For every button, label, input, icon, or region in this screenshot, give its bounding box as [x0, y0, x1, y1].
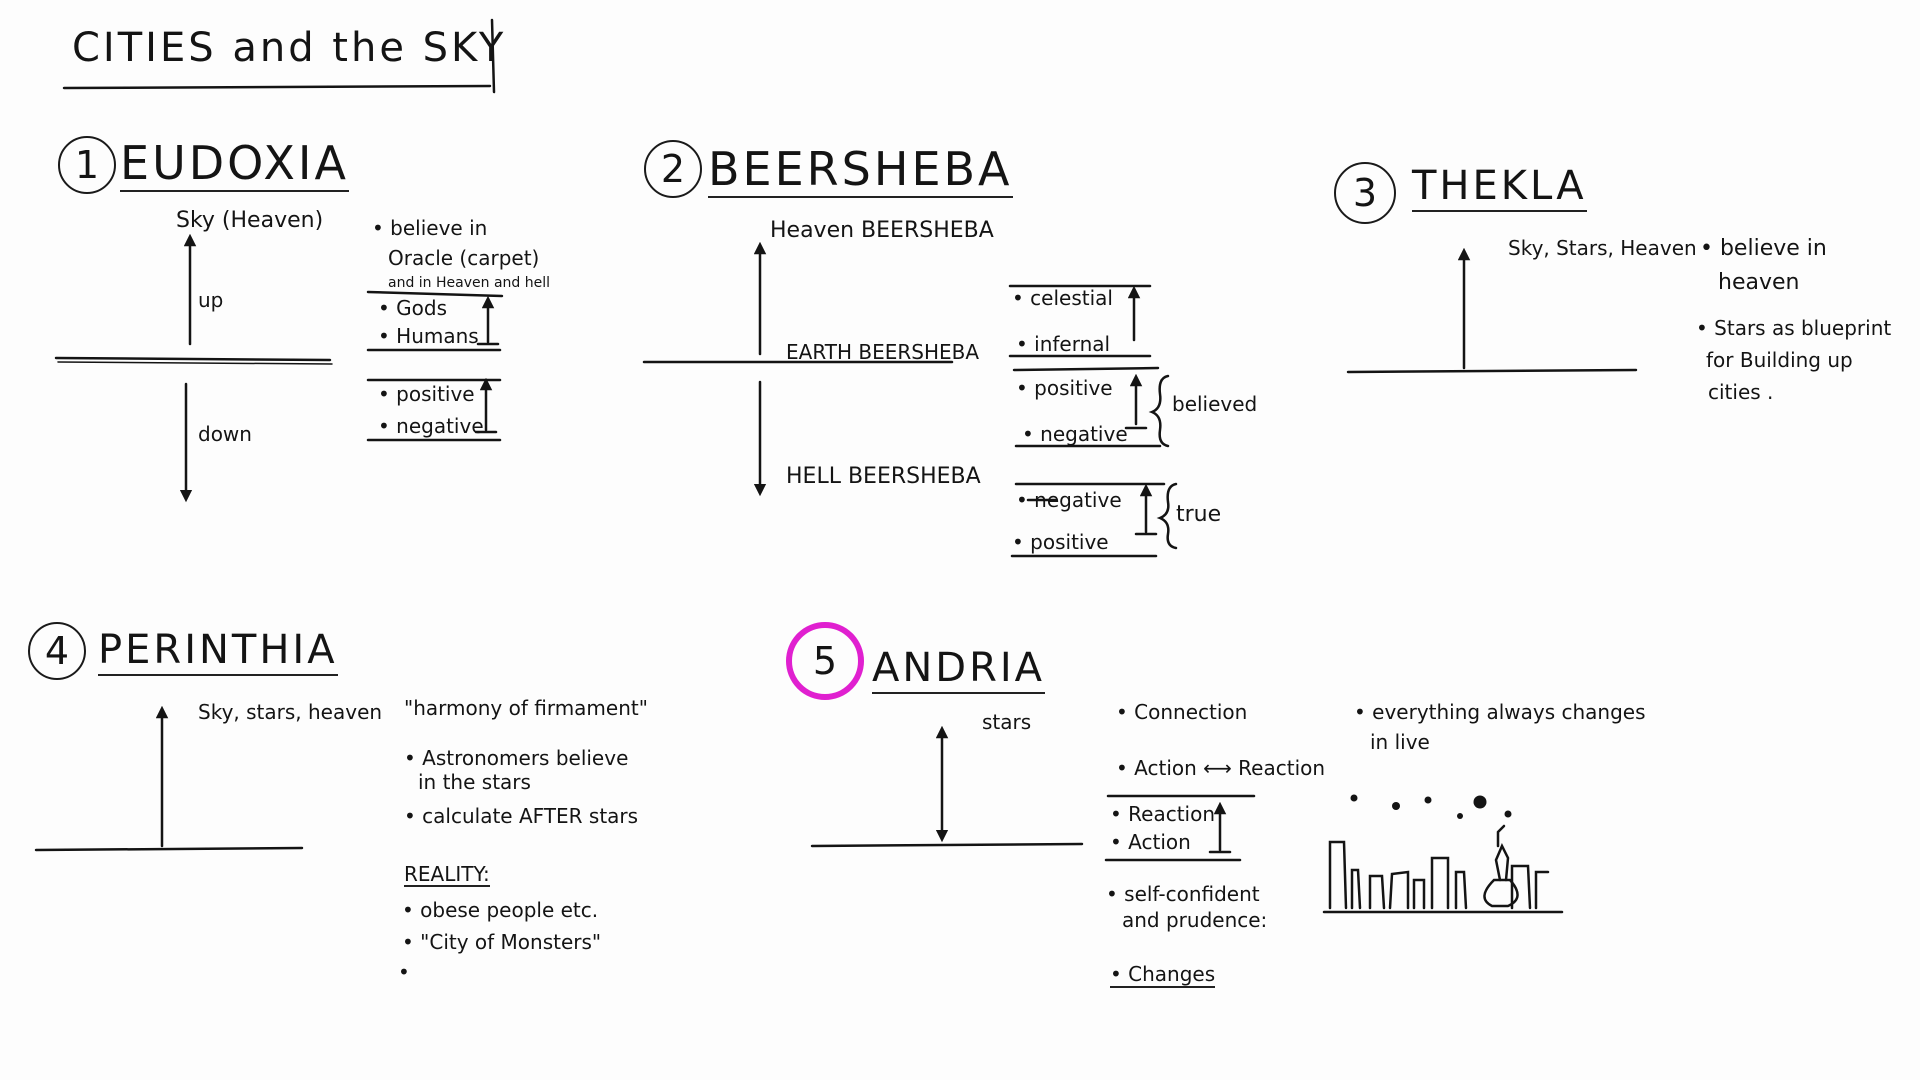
thekla-ground-line [1348, 370, 1636, 372]
star-dot [1392, 802, 1400, 810]
star-dot [1474, 796, 1487, 809]
beersheba-note-divider [1014, 368, 1158, 370]
title-bracket [492, 20, 494, 92]
city-skyline-sketch [1324, 826, 1562, 912]
star-dot [1457, 813, 1463, 819]
eudoxia-note-divider [368, 292, 502, 296]
star-dot [1425, 797, 1432, 804]
stars-dots [1351, 795, 1512, 820]
star-dot [1505, 811, 1512, 818]
andria-ground-line [812, 844, 1082, 846]
beersheba-brace [1152, 376, 1168, 446]
eudoxia-ground-line [58, 362, 332, 364]
perinthia-ground-line [36, 848, 302, 850]
beersheba-brace [1160, 484, 1176, 548]
star-dot [1351, 795, 1358, 802]
eudoxia-ground-line [56, 358, 330, 360]
title-underline [64, 86, 490, 88]
